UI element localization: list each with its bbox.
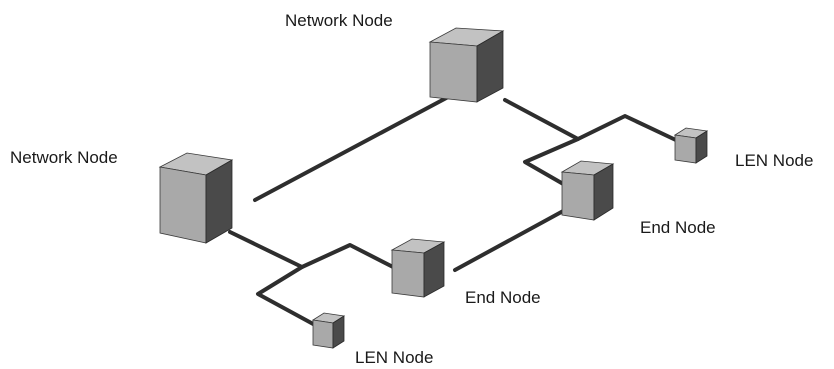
len-node-right-label: LEN Node xyxy=(735,151,813,170)
link-network-top-to-end-right xyxy=(523,137,580,187)
end-node-right-label: End Node xyxy=(640,218,716,237)
end-node-icon xyxy=(390,238,446,298)
network-node-left-label: Network Node xyxy=(10,148,118,167)
network-node-icon xyxy=(428,27,505,103)
link-network-top-to-network-left xyxy=(253,86,467,202)
link-network-left-to-len-bottom xyxy=(256,265,317,327)
link-end-middle-to-end-right xyxy=(453,208,567,272)
end-node-icon xyxy=(560,160,615,221)
end-node-middle-label: End Node xyxy=(465,288,541,307)
link-network-top-to-len-right xyxy=(503,98,682,144)
len-node-icon xyxy=(673,127,709,164)
network-node-icon xyxy=(158,152,234,244)
link-network-left-to-end-middle xyxy=(228,230,397,270)
links xyxy=(228,86,682,327)
network-node-top-label: Network Node xyxy=(285,11,393,30)
len-node-bottom-label: LEN Node xyxy=(355,348,433,367)
len-node-icon xyxy=(311,312,346,349)
